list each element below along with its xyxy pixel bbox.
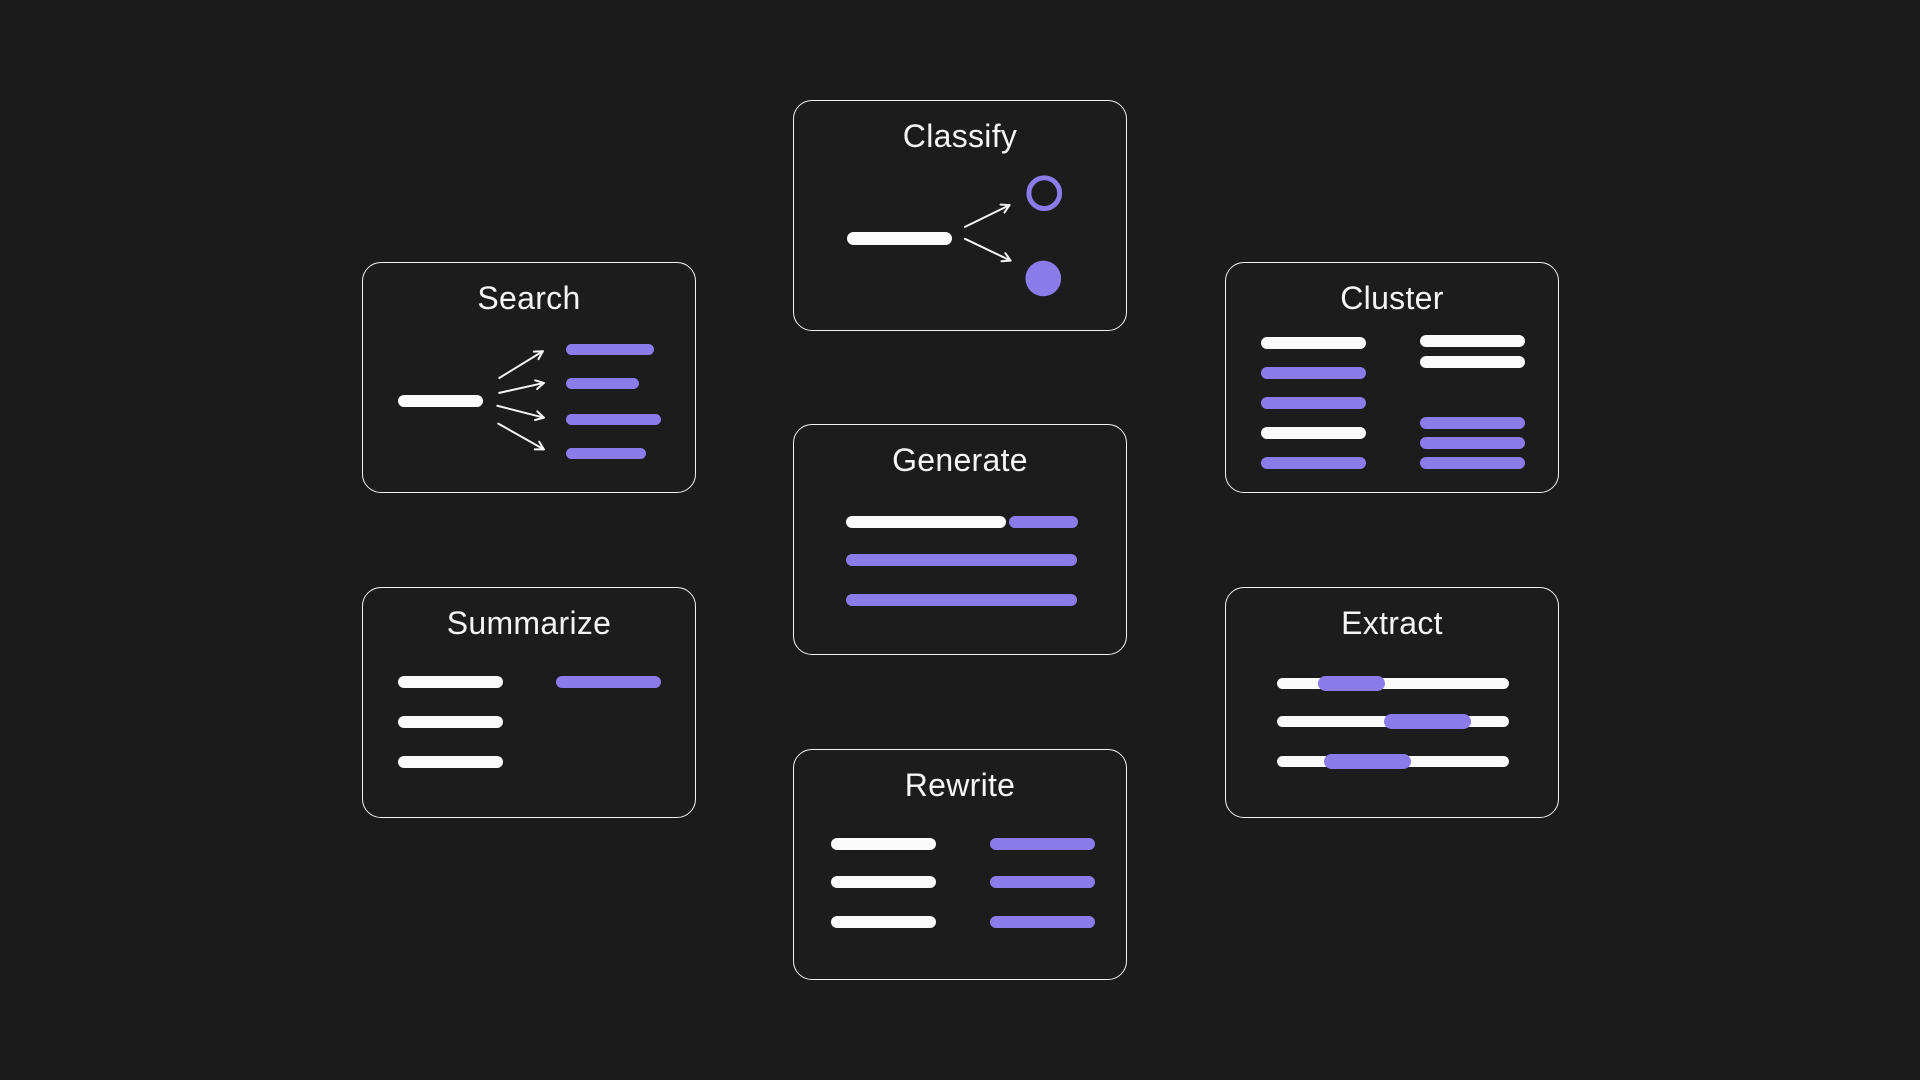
- card-summarize: Summarize: [362, 587, 696, 818]
- generated-text-bar: [846, 594, 1077, 606]
- card-classify: Classify: [793, 100, 1127, 331]
- card-search: Search: [362, 262, 696, 493]
- result-bar: [566, 414, 661, 425]
- extracted-span-bar: [1384, 714, 1471, 729]
- cluster-line-bar: [1261, 337, 1366, 349]
- rewritten-text-bar: [990, 916, 1095, 928]
- card-title: Summarize: [446, 605, 612, 641]
- card-rewrite: Rewrite: [793, 749, 1127, 980]
- card-title: Extract: [1341, 605, 1443, 641]
- card-cluster: Cluster: [1225, 262, 1559, 493]
- filled-class-circle-icon: [1025, 260, 1062, 297]
- card-extract: Extract: [1225, 587, 1559, 818]
- summarize-illustration: [363, 588, 695, 817]
- document-line-bar: [1277, 678, 1509, 689]
- extracted-span-bar: [1324, 754, 1411, 769]
- fan-arrows-icon: [496, 350, 545, 451]
- card-title: Classify: [902, 118, 1018, 154]
- card-title: Generate: [892, 442, 1028, 478]
- cluster-line-bar: [1261, 397, 1366, 409]
- source-text-bar: [398, 756, 503, 768]
- card-title: Cluster: [1340, 280, 1444, 316]
- rewritten-text-bar: [990, 838, 1095, 850]
- input-text-bar: [847, 232, 952, 245]
- cluster-line-bar: [1420, 457, 1525, 469]
- original-text-bar: [831, 916, 936, 928]
- branch-arrows-icon: [963, 175, 1063, 297]
- generated-text-bar: [1009, 516, 1078, 528]
- search-illustration: [363, 263, 695, 492]
- prompt-text-bar: [846, 516, 1006, 528]
- result-bar: [566, 344, 654, 355]
- extracted-span-bar: [1318, 676, 1385, 691]
- source-text-bar: [398, 716, 503, 728]
- classify-illustration: [794, 101, 1126, 330]
- generate-illustration: [794, 425, 1126, 654]
- summary-text-bar: [556, 676, 661, 688]
- card-generate: Generate: [793, 424, 1127, 655]
- result-bar: [566, 378, 639, 389]
- rewrite-illustration: [794, 750, 1126, 979]
- original-text-bar: [831, 876, 936, 888]
- cluster-line-bar: [1420, 417, 1525, 429]
- extract-illustration: [1226, 588, 1558, 817]
- original-text-bar: [831, 838, 936, 850]
- source-text-bar: [398, 676, 503, 688]
- cluster-line-bar: [1261, 457, 1366, 469]
- cluster-line-bar: [1420, 437, 1525, 449]
- cluster-line-bar: [1420, 356, 1525, 368]
- query-text-bar: [398, 395, 483, 407]
- generated-text-bar: [846, 554, 1077, 566]
- result-bar: [566, 448, 646, 459]
- rewritten-text-bar: [990, 876, 1095, 888]
- cluster-illustration: [1226, 263, 1558, 492]
- card-title: Search: [477, 280, 581, 316]
- card-title: Rewrite: [904, 767, 1016, 803]
- cluster-line-bar: [1420, 335, 1525, 347]
- outline-class-circle-icon: [1026, 175, 1063, 212]
- cluster-line-bar: [1261, 367, 1366, 379]
- cluster-line-bar: [1261, 427, 1366, 439]
